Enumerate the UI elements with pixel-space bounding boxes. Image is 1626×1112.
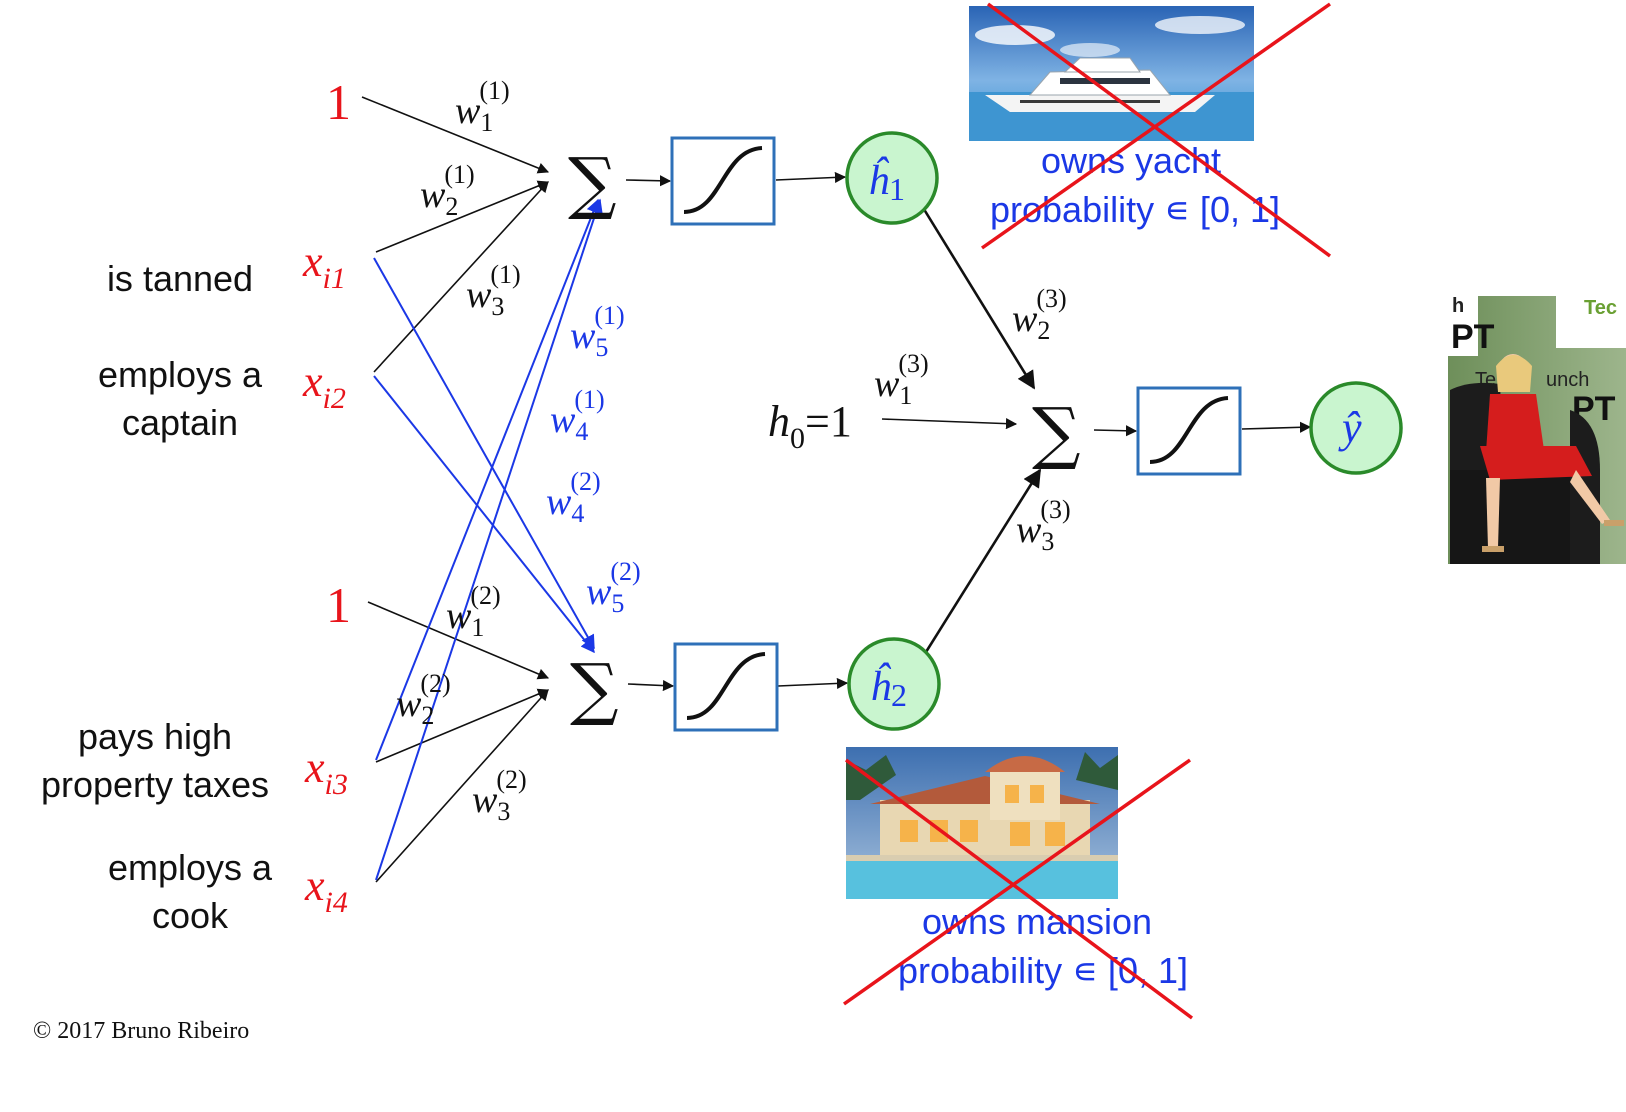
feature-label-x3-line2: property taxes [40, 764, 270, 805]
input-variables: xi1 xi2 xi3 xi4 [302, 237, 348, 919]
sum-symbol-bottom: ∑ [570, 650, 619, 729]
edge-x4-sum1 [375, 198, 603, 881]
input-x1: xi1 [302, 237, 346, 295]
weight-w2-1: w2(1) [420, 160, 475, 221]
mansion-label: owns mansion [922, 901, 1152, 942]
weight-w1-3: w1(3) [874, 349, 929, 410]
svg-text:ĥ2: ĥ2 [870, 662, 907, 713]
yacht-photo [969, 6, 1254, 141]
weight-w2-3: w2(3) [1012, 284, 1067, 345]
output-node-yhat: ŷ [1309, 381, 1403, 475]
feature-label-x4: employs a cook [70, 844, 310, 940]
weight-w1-1: w1(1) [455, 76, 510, 137]
hidden-node-h2: ĥ2 [847, 637, 941, 731]
weight-w3-1: w3(1) [466, 260, 521, 321]
cross-line [986, 2, 1332, 258]
crossed-out-mansion [842, 758, 1194, 1020]
edge-act3-yhat [1241, 421, 1312, 433]
edge-bias2-sum2 [367, 601, 550, 680]
cross-line [980, 2, 1332, 250]
sum-symbol-top: ∑ [568, 144, 617, 223]
edge-x1-sum1 [375, 180, 550, 253]
input-edges-top [361, 96, 550, 373]
feature-label-x2-line2: captain [121, 402, 239, 443]
edge-x3-sum1 [375, 198, 600, 761]
mansion-probability: probability ∊ [0, 1] [898, 950, 1188, 991]
edge-h2-sum3 [924, 468, 1042, 653]
input-x4: xi4 [304, 861, 348, 919]
edge-x2-sum2 [373, 375, 595, 654]
activation-bottom [673, 642, 779, 732]
weight-w4-1: w4(1) [550, 385, 605, 446]
copyright-footer: © 2017 Bruno Ribeiro [33, 1018, 250, 1044]
edge-act1-h1 [775, 171, 847, 184]
hidden-node-h1: ĥ1 [845, 131, 939, 225]
weight-w5-2: w5(2) [586, 557, 641, 618]
feature-label-x2: employs a captain [60, 351, 300, 447]
edge-sum3-act3 [1093, 425, 1138, 437]
sigmoid-icon [1149, 396, 1229, 464]
activation-output [1136, 386, 1242, 476]
weight-labels-black: w1(1) w2(1) w3(1) w1(2) w2(2) w3(2) w1(3… [396, 76, 1071, 826]
edge-h0-sum3 [881, 418, 1018, 430]
crossed-out-yacht [980, 2, 1332, 258]
bias-input-top: 1 [326, 74, 351, 130]
yacht-label: owns yacht [1041, 140, 1221, 181]
edge-bias1-sum1 [361, 96, 550, 174]
edge-x3-sum2 [375, 688, 550, 763]
edge-x2-sum1 [373, 181, 549, 373]
input-x3: xi3 [304, 743, 348, 801]
weight-w3-2: w3(2) [472, 765, 527, 826]
bias-h0: h0=1 [768, 397, 852, 455]
svg-text:ŷ: ŷ [1338, 403, 1362, 452]
weight-labels-blue: w5(1) w4(1) w4(2) w5(2) [546, 301, 641, 618]
weight-w1-2: w1(2) [446, 581, 501, 642]
edge-x1-sum2 [373, 257, 595, 650]
svg-text:h: h [1452, 295, 1464, 317]
feature-label-x3: pays high property taxes [10, 713, 300, 809]
svg-text:Tec: Tec [1584, 297, 1617, 319]
cross-edges [373, 198, 603, 881]
weight-w5-1: w5(1) [570, 301, 625, 362]
feature-label-x2-line1: employs a [97, 354, 263, 395]
edge-x4-sum2 [375, 689, 549, 883]
feature-label-x4-line1: employs a [107, 847, 273, 888]
svg-text:unch: unch [1546, 369, 1589, 391]
input-edges-bottom [367, 601, 550, 883]
edge-h1-sum3 [920, 205, 1036, 390]
cross-line [844, 758, 1194, 1020]
sum-symbol-output: ∑ [1032, 394, 1081, 473]
bias-input-bottom: 1 [326, 577, 351, 633]
edge-act2-h2 [777, 677, 849, 690]
hidden-flow-edges [625, 171, 849, 692]
weight-w3-3: w3(3) [1016, 495, 1071, 556]
feature-label-x3-line1: pays high [77, 716, 233, 757]
weight-w2-2: w2(2) [396, 669, 451, 730]
edge-sum2-act2 [627, 679, 675, 692]
output-layer-edges [920, 205, 1042, 653]
edge-sum1-act1 [625, 175, 672, 187]
sigmoid-icon [683, 146, 763, 214]
mansion-photo [846, 747, 1118, 899]
feature-label-x4-line2: cook [151, 895, 229, 936]
activation-top [670, 136, 776, 226]
person-photo: h Tec PT Te unch PT [1448, 295, 1626, 564]
feature-label-x1: is tanned [106, 258, 254, 299]
weight-w4-2: w4(2) [546, 467, 601, 528]
svg-text:ĥ1: ĥ1 [868, 156, 905, 207]
sigmoid-icon [686, 652, 766, 720]
mansion-annotation: owns mansion probability ∊ [0, 1] [898, 901, 1188, 991]
cross-line [842, 758, 1192, 1006]
input-x2: xi2 [302, 357, 346, 415]
yacht-probability: probability ∊ [0, 1] [990, 189, 1280, 230]
summation-nodes: ∑ ∑ ∑ [568, 144, 1081, 729]
svg-text:PT: PT [1451, 318, 1495, 356]
